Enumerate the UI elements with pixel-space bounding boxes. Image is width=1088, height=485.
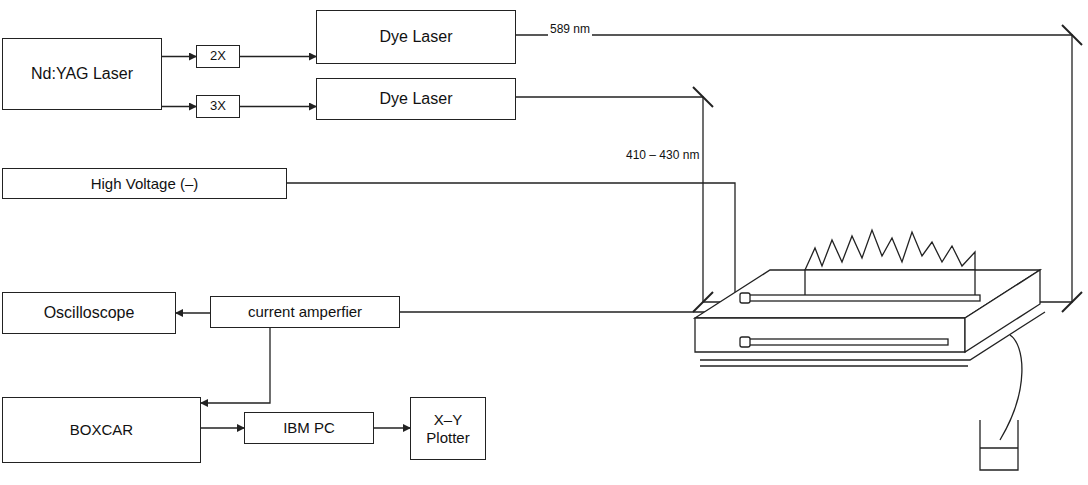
- box-label: 2X: [210, 49, 226, 64]
- connector-plug: [740, 337, 750, 347]
- signal-arrow: [162, 56, 196, 57]
- electrode: [748, 295, 980, 301]
- signal-arrow: [201, 427, 244, 428]
- box-label: current amperfier: [248, 303, 362, 320]
- box-label: IBM PC: [283, 419, 335, 436]
- process-box: Dye Laser: [316, 78, 516, 120]
- box-label: Dye Laser: [380, 28, 453, 46]
- process-box: BOXCAR: [2, 397, 201, 463]
- flame: [805, 230, 975, 270]
- process-box: current amperfier: [210, 296, 400, 328]
- box-label: Nd:YAG Laser: [31, 65, 133, 83]
- burner-front: [695, 318, 965, 352]
- process-box: Nd:YAG Laser: [2, 38, 162, 110]
- laser-beam: [516, 35, 1072, 302]
- process-box: 2X: [196, 45, 240, 68]
- hv-wire: [287, 183, 748, 298]
- base-plate: [700, 365, 968, 366]
- signal-arrow: [240, 56, 316, 57]
- laser-beam: [516, 97, 760, 302]
- process-box: Dye Laser: [316, 10, 516, 64]
- mirror: [693, 87, 713, 107]
- box-label: High Voltage (–): [91, 175, 199, 192]
- box-label: X–Y Plotter: [415, 411, 481, 446]
- liquid-level: [980, 447, 1018, 448]
- signal-arrow: [176, 312, 210, 313]
- box-label: BOXCAR: [70, 421, 133, 438]
- mirror: [1062, 292, 1082, 312]
- wavelength-label: 589 nm: [548, 22, 592, 36]
- process-box: IBM PC: [244, 412, 374, 444]
- process-box: High Voltage (–): [2, 168, 287, 199]
- signal-arrow: [201, 328, 270, 403]
- beaker: [980, 420, 1018, 470]
- box-label: Dye Laser: [380, 90, 453, 108]
- process-box: 3X: [196, 95, 240, 118]
- box-label: Oscilloscope: [44, 304, 135, 322]
- box-label: 3X: [210, 99, 226, 114]
- signal-arrow: [374, 427, 410, 428]
- burner-slot: [805, 270, 975, 298]
- mirror: [1062, 25, 1082, 45]
- signal-arrow: [162, 106, 196, 107]
- connector-plug: [740, 293, 750, 303]
- electrode: [748, 339, 948, 345]
- signal-arrow: [240, 106, 316, 107]
- process-box: X–Y Plotter: [410, 397, 486, 460]
- base-plate: [700, 312, 1045, 360]
- process-box: Oscilloscope: [2, 292, 176, 334]
- wavelength-label: 410 – 430 nm: [624, 148, 701, 162]
